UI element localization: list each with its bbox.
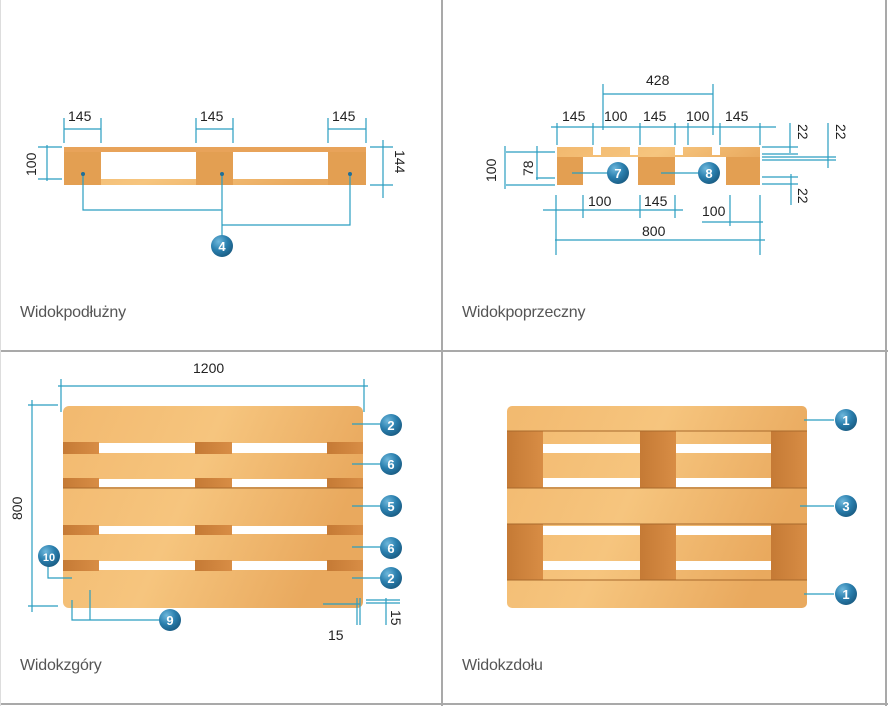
dim-block-height: 100 [23,152,39,176]
dim-right-3: 22 [795,188,811,204]
caption-cross-view: Widokpoprzeczny [462,304,586,321]
dim-bottom-1: 100 [588,193,612,209]
longitudinal-view [38,118,393,241]
marker-badge: 8 [698,162,720,184]
caption-top-view: Widokzgóry [20,657,102,674]
dim-top-1: 145 [562,108,586,124]
marker-badge: 1 [835,583,857,605]
dim-total-height: 144 [392,150,408,174]
svg-text:6: 6 [387,457,394,472]
marker-badge: 7 [607,162,629,184]
svg-text:9: 9 [166,613,173,628]
cross-view [504,84,836,255]
dim-total-length: 1200 [193,360,224,376]
marker-badge: 4 [211,235,233,257]
grid-divider-horizontal [0,350,888,352]
svg-text:3: 3 [842,499,849,514]
top-view [28,379,400,625]
dim-left-inner: 78 [520,160,536,176]
opening [101,152,196,179]
dim-overall-top: 428 [646,72,670,88]
dim-right-1: 22 [795,124,811,140]
dim-top-4: 100 [686,108,710,124]
marker-badge: 2 [380,567,402,589]
marker-badge: 10 [38,545,60,567]
svg-text:1: 1 [842,413,849,428]
dim-left-block: 145 [68,108,92,124]
dim-right-2: 22 [833,124,849,140]
svg-text:10: 10 [43,552,55,564]
grid-border-right [885,0,887,706]
marker-badge: 6 [380,537,402,559]
dim-left-outer: 100 [483,158,499,182]
bottom-view [507,406,834,608]
dim-bottom-3: 100 [702,203,726,219]
marker-badge: 5 [380,495,402,517]
svg-text:2: 2 [387,418,394,433]
dim-corner-y: 15 [388,610,404,626]
svg-text:6: 6 [387,541,394,556]
dim-top-5: 145 [725,108,749,124]
svg-text:2: 2 [387,571,394,586]
svg-text:1: 1 [842,587,849,602]
grid-divider-vertical [441,0,443,706]
marker-badge: 1 [835,409,857,431]
dim-bottom-2: 145 [644,193,668,209]
marker-badge: 2 [380,414,402,436]
grid-border-bottom [0,703,888,705]
grid-border-left [0,0,1,706]
marker-badge: 6 [380,453,402,475]
opening [233,152,328,179]
dim-right-block: 145 [332,108,356,124]
svg-text:5: 5 [387,499,394,514]
caption-longitudinal-view: Widokpodłużny [20,304,126,321]
marker-badge: 9 [159,609,181,631]
dim-total-width: 800 [9,496,25,520]
dim-corner-x: 15 [328,627,344,643]
marker-badge: 3 [835,495,857,517]
dim-top-2: 100 [604,108,628,124]
dim-center-block: 145 [200,108,224,124]
svg-text:7: 7 [614,166,621,181]
svg-text:8: 8 [705,166,712,181]
dim-top-3: 145 [643,108,667,124]
caption-bottom-view: Widokzdołu [462,657,543,674]
svg-text:4: 4 [218,239,226,254]
dim-overall-bottom: 800 [642,223,666,239]
